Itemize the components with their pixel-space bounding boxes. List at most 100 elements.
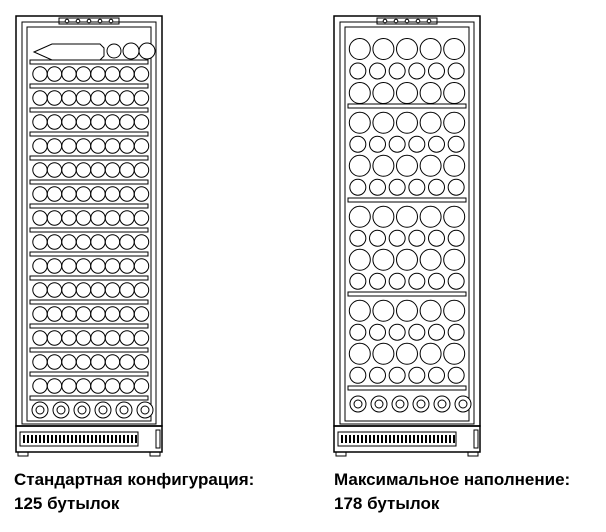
grille-slot — [87, 435, 89, 443]
bottle-end-icon — [104, 282, 121, 298]
bottle-end-large-icon — [396, 38, 418, 60]
bottle-end-icon — [32, 354, 48, 370]
bottle-end-icon — [133, 210, 150, 226]
shelf — [29, 203, 149, 209]
bottle-end-icon — [75, 282, 92, 298]
bottle-end-small-icon — [447, 323, 465, 341]
bottle-end-icon — [75, 138, 92, 154]
caption-maximum-line1: Максимальное наполнение: — [334, 470, 571, 489]
fridge-standard-configuration — [15, 15, 163, 457]
grille-slot — [95, 435, 97, 443]
shelf — [29, 83, 149, 89]
grille-slot — [389, 435, 391, 443]
bottle-end-large-icon — [443, 248, 466, 271]
grille-slot — [59, 435, 61, 443]
caption-standard: Стандартная конфигурация: 125 бутылок — [14, 468, 254, 516]
bottle-end-large-icon — [348, 205, 371, 228]
bottle-end-small-icon — [428, 366, 445, 384]
shelf — [29, 155, 149, 161]
bottle-base-inner-icon — [395, 399, 405, 409]
bottle-end-small-icon — [388, 178, 406, 196]
bottle-end-large-icon — [396, 154, 418, 177]
bottle-end-icon — [104, 306, 121, 322]
bottle-end-small-icon — [388, 62, 406, 80]
bottle-end-icon — [46, 66, 63, 82]
grille-slot — [131, 435, 133, 443]
grille-slot — [119, 435, 121, 443]
bottle-end-icon — [75, 234, 92, 250]
bottle-end-small-icon — [388, 323, 406, 341]
bottle-end-icon — [122, 42, 140, 60]
grille-slot — [111, 435, 113, 443]
glass-door-edge — [344, 26, 470, 422]
bottle-end-large-icon — [443, 111, 466, 134]
control-button-icon — [75, 18, 81, 24]
shelf — [29, 59, 149, 65]
bottle-end-small-icon — [388, 229, 406, 247]
bottle-end-icon — [104, 114, 121, 130]
bottle-end-icon — [46, 186, 63, 202]
bottle-end-icon — [61, 114, 77, 130]
bottle-end-small-icon — [447, 178, 465, 196]
bottle-end-icon — [46, 114, 63, 130]
bottle-end-large-icon — [372, 154, 395, 177]
bottle-end-icon — [90, 66, 106, 82]
bottle-end-icon — [104, 90, 121, 106]
bottle-end-icon — [46, 138, 63, 154]
bottle-end-icon — [46, 378, 63, 394]
bottle-end-icon — [32, 306, 48, 322]
ventilation-grille — [19, 431, 139, 447]
bottle-end-large-icon — [443, 38, 466, 60]
bottle-end-icon — [90, 306, 106, 322]
bottle-end-large-icon — [396, 248, 418, 271]
bottle-end-small-icon — [447, 229, 465, 247]
bottle-end-small-icon — [428, 323, 445, 341]
bottle-end-icon — [119, 90, 135, 106]
shelf — [347, 103, 467, 109]
control-button-icon — [382, 18, 388, 24]
door-hinge — [473, 429, 479, 449]
bottle-end-large-icon — [419, 111, 442, 134]
bottle-end-icon — [119, 282, 135, 298]
bottle-end-small-icon — [349, 135, 367, 153]
bottle-base-inner-icon — [77, 405, 87, 415]
control-button-icon — [108, 18, 114, 24]
caption-maximum: Максимальное наполнение: 178 бутылок — [334, 468, 570, 516]
shelf — [29, 107, 149, 113]
bottle-end-icon — [32, 330, 48, 346]
bottle-end-large-icon — [372, 38, 395, 60]
grille-slot — [357, 435, 359, 443]
shelf — [29, 371, 149, 377]
bottle-end-icon — [32, 282, 48, 298]
bottle-end-large-icon — [348, 82, 371, 104]
shelf — [29, 275, 149, 281]
bottle-end-large-icon — [443, 82, 466, 104]
glass-door-edge — [26, 26, 152, 422]
bottle-end-icon — [90, 114, 106, 130]
bottle-end-icon — [75, 354, 92, 370]
bottle-end-small-icon — [408, 178, 426, 196]
bottle-end-icon — [75, 162, 92, 178]
bottle-end-icon — [119, 306, 135, 322]
bottle-end-icon — [61, 162, 77, 178]
bottle-end-small-icon — [408, 323, 426, 341]
bottle-end-icon — [133, 186, 150, 202]
bottle-end-icon — [90, 210, 106, 226]
bottle-end-large-icon — [419, 299, 442, 322]
bottle-end-icon — [46, 162, 63, 178]
bottle-end-icon — [61, 90, 77, 106]
bottle-end-small-icon — [369, 323, 386, 341]
bottle-end-large-icon — [396, 111, 418, 134]
bottle-end-large-icon — [419, 342, 442, 365]
bottle-end-large-icon — [443, 299, 466, 322]
grille-slot — [433, 435, 435, 443]
grille-slot — [385, 435, 387, 443]
grille-slot — [381, 435, 383, 443]
bottle-base-inner-icon — [98, 405, 108, 415]
control-panel — [376, 17, 438, 25]
grille-slot — [91, 435, 93, 443]
control-button-icon — [415, 18, 421, 24]
bottle-end-large-icon — [372, 342, 395, 365]
bottle-end-icon — [46, 306, 63, 322]
bottle-end-small-icon — [369, 272, 386, 290]
